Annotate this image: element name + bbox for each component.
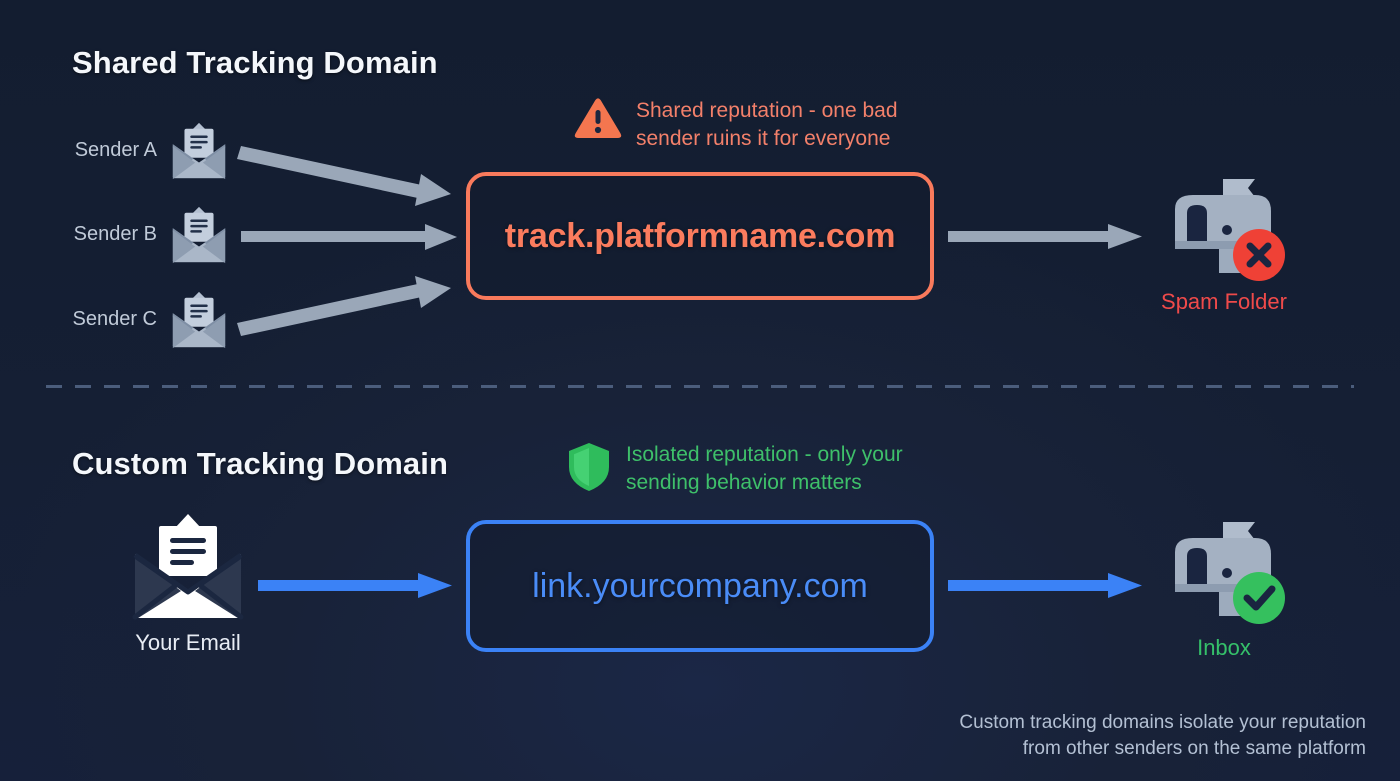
custom-callout-text: Isolated reputation - only your sending … [626,443,903,494]
sender-b-label: Sender B [73,223,157,245]
section-divider [46,385,1354,388]
sender-c-envelope-icon [168,289,230,351]
your-email-envelope-open-icon [129,512,247,624]
shared-domain-box[interactable]: track.platformname.com [466,172,934,300]
sender-b-envelope-icon [168,204,230,266]
shared-domain-text: track.platformname.com [504,216,896,255]
footer-note: Custom tracking domains isolate your rep… [959,712,1366,759]
shared-callout: Shared reputation - one bad sender ruins… [574,97,898,153]
sender-c-label: Sender C [72,308,158,330]
shared-section-title: Shared Tracking Domain [72,45,438,80]
warning-triangle-icon [574,97,622,141]
spam-folder-label: Spam Folder [1161,289,1287,314]
domain-to-inbox-arrow [948,571,1144,601]
custom-domain-box[interactable]: link.yourcompany.com [466,520,934,652]
shared-callout-text: Shared reputation - one bad sender ruins… [636,99,898,150]
custom-domain-text: link.yourcompany.com [532,566,868,605]
custom-section-title: Custom Tracking Domain [72,446,448,481]
spam-mailbox-icon [1163,175,1285,287]
your-email-label: Your Email [135,630,241,655]
email-to-domain-arrow [258,571,454,601]
sender-a-label: Sender A [74,139,157,161]
sender-arrows-group [235,130,465,340]
sender-a-envelope-icon [168,120,230,182]
inbox-mailbox-icon [1163,518,1285,630]
custom-callout: Isolated reputation - only your sending … [566,441,903,497]
shared-to-spam-arrow [948,222,1144,252]
shield-icon [566,441,612,493]
inbox-label: Inbox [1197,635,1251,660]
